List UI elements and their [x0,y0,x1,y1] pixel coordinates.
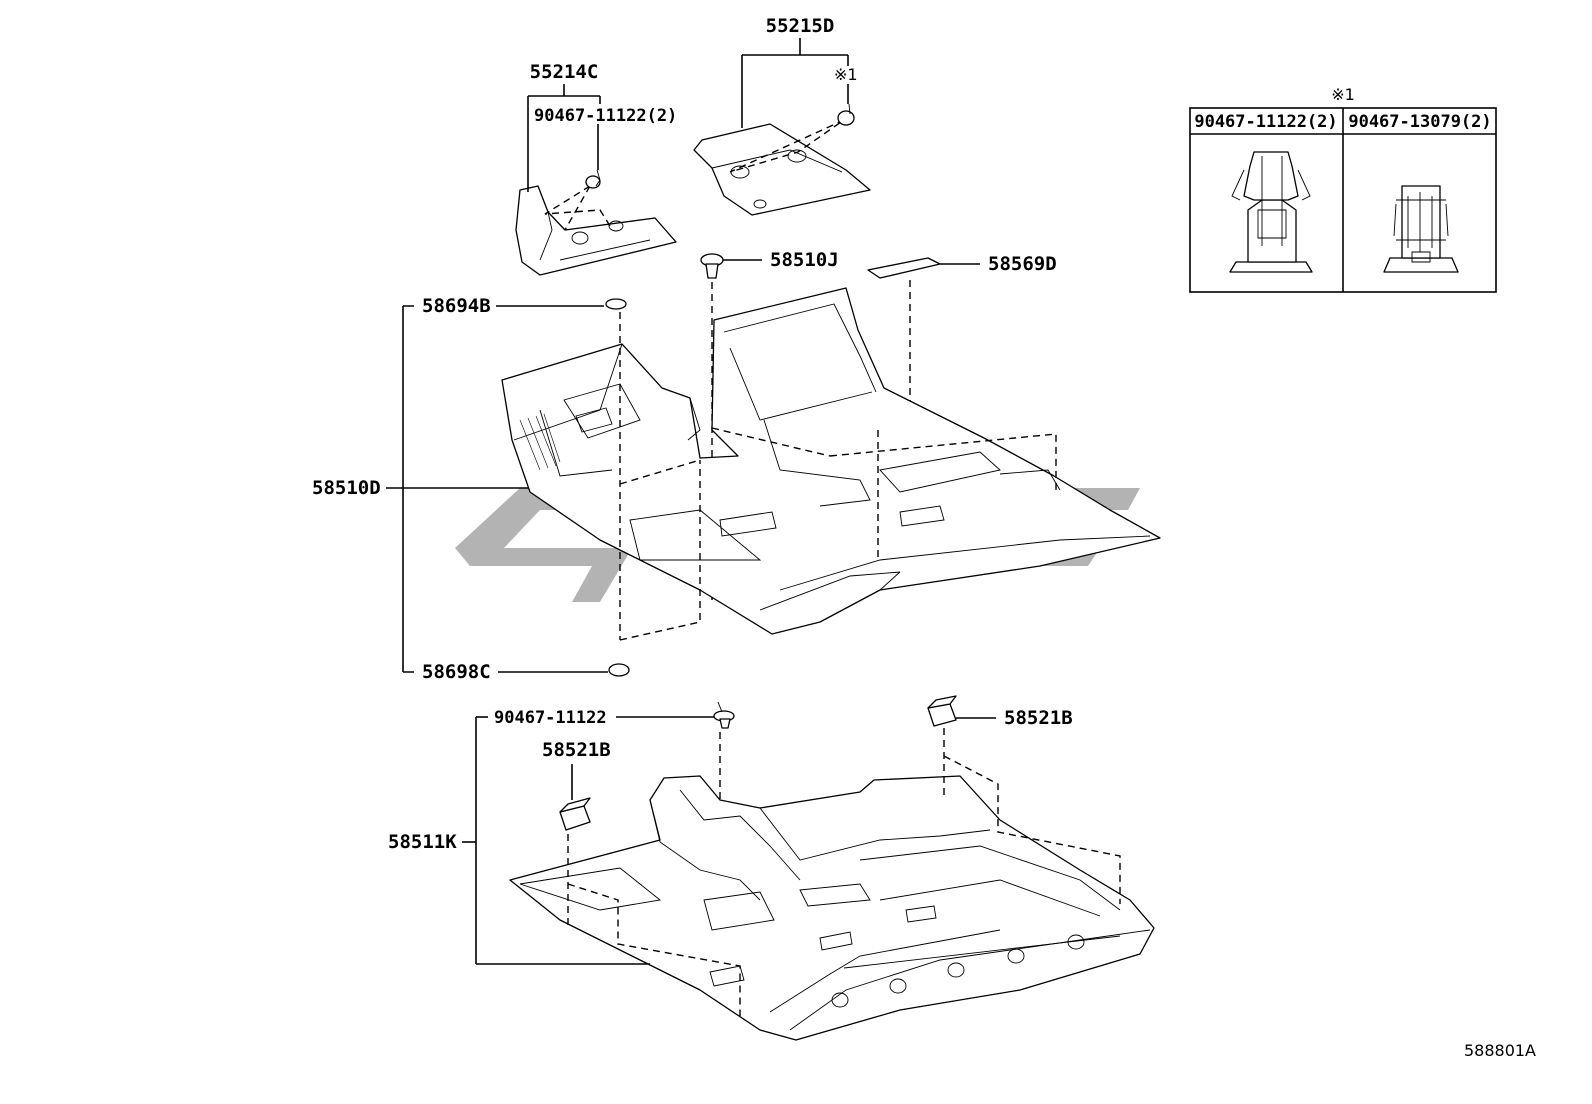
part-58510D-carpet [501,287,1161,635]
legend-clip-2-drawing [1383,185,1459,273]
dash-box-left-top [619,459,701,485]
label-58569D: 58569D [988,253,1057,275]
dash-box-mid [711,427,831,457]
label-58510D: 58510D [312,477,381,499]
part-55215D-cover [693,103,871,216]
part-55214C-cover [515,169,677,276]
bracket-58510D-ends [403,305,414,673]
dash-box-lower-right [943,755,1121,904]
label-clip-lower: 90467-11122 [494,708,607,728]
clip-90467-11122-lower [713,701,735,729]
label-55215D: 55215D [766,15,835,37]
part-58511K-carpet [509,775,1155,1041]
legend-note-mark: ※1 [1331,85,1355,104]
plate-58569D [867,257,941,279]
dash-box-left [619,460,701,641]
clip-58521B-right [927,695,957,727]
grommet-58698C [608,663,630,677]
legend-col2-label: 90467-13079(2) [1348,112,1491,132]
clip-58510J [700,253,724,279]
reference-code: 588801A [1464,1041,1536,1060]
label-58694B: 58694B [422,295,491,317]
legend-clip-1-drawing [1229,151,1313,273]
clip-58521B-left [559,797,591,831]
label-55214C: 55214C [530,61,599,83]
grommet-58694B [605,298,627,310]
label-58511K: 58511K [388,831,457,853]
note-mark-top: ※1 [834,65,858,84]
dash-box-lower-left [567,883,741,1016]
label-58510J: 58510J [770,249,839,271]
label-58698C: 58698C [422,661,491,683]
label-clip-top: 90467-11122(2) [534,106,677,126]
label-58521B-right: 58521B [1004,707,1073,729]
dash-box-right [829,433,1057,490]
legend-col1-label: 90467-11122(2) [1194,112,1337,132]
label-58521B-left: 58521B [542,739,611,761]
